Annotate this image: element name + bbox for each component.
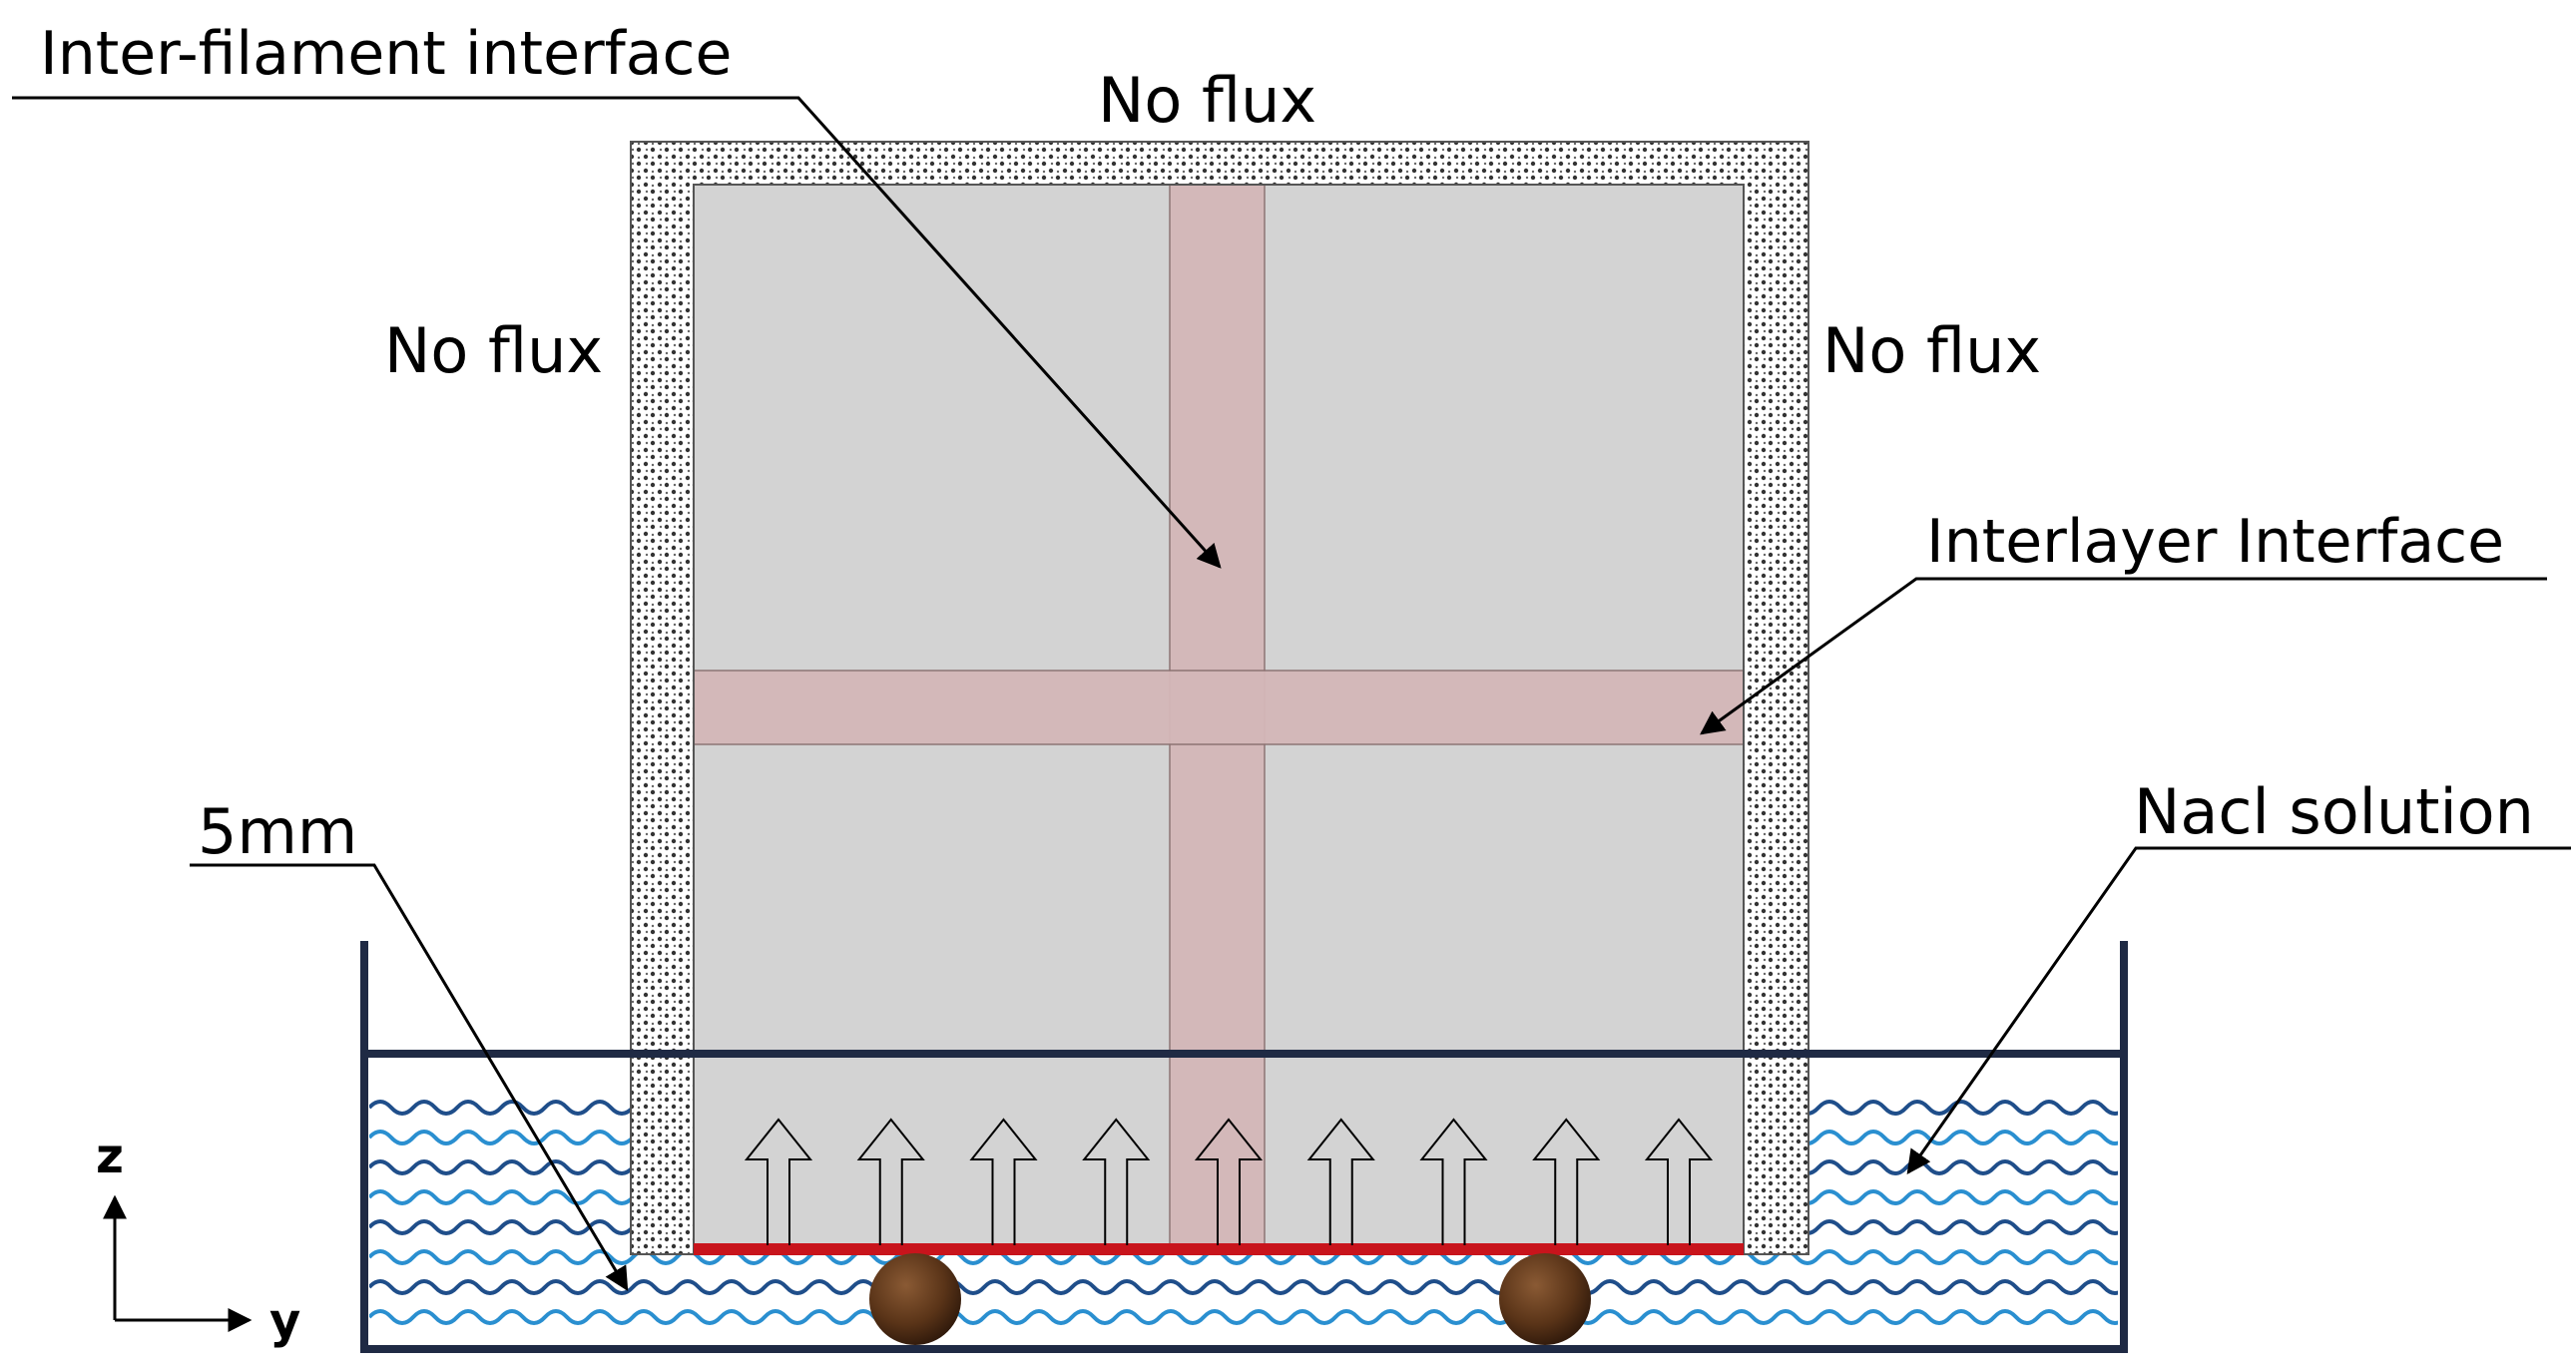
flux-arrow [1194,1118,1264,1245]
wave-line [369,1249,2118,1265]
flux-arrow [856,1118,925,1245]
flux-arrow [1306,1118,1375,1245]
flux-arrows [744,1118,1714,1245]
flux-arrow [744,1118,813,1245]
solution-container [360,941,2128,1353]
leader-lines [12,96,2571,1292]
flux-arrow [1419,1118,1488,1245]
support-ball-left [869,1253,961,1345]
flux-arrow [969,1118,1038,1245]
leader-interlayer [1700,577,2547,735]
interlayer-interface-band [693,670,1745,745]
label-interlayer-interface: Interlayer Interface [1926,507,2504,577]
flux-arrow [1532,1118,1601,1245]
support-ball-right [1499,1253,1591,1345]
label-no-flux-left: No flux [384,314,603,387]
leader-inter-filament [12,96,1222,569]
flux-arrow [1082,1118,1151,1245]
label-dimension-5mm: 5mm [198,795,357,868]
label-axis-y: y [269,1293,300,1349]
label-no-flux-top: No flux [1098,64,1316,137]
leader-5mm [190,863,629,1292]
wave-line [369,1309,2118,1325]
label-inter-filament-interface: Inter-filament interface [40,19,732,89]
wave-line [369,1279,2118,1295]
flux-arrow [1644,1118,1714,1245]
no-flux-coating [630,141,1809,1255]
leader-nacl [1906,846,2571,1174]
label-nacl-solution: Nacl solution [2134,775,2534,848]
coordinate-axes [103,1194,253,1332]
label-no-flux-right: No flux [1822,314,2041,387]
label-axis-z: z [96,1129,124,1184]
exposed-bottom-surface [694,1243,1744,1255]
